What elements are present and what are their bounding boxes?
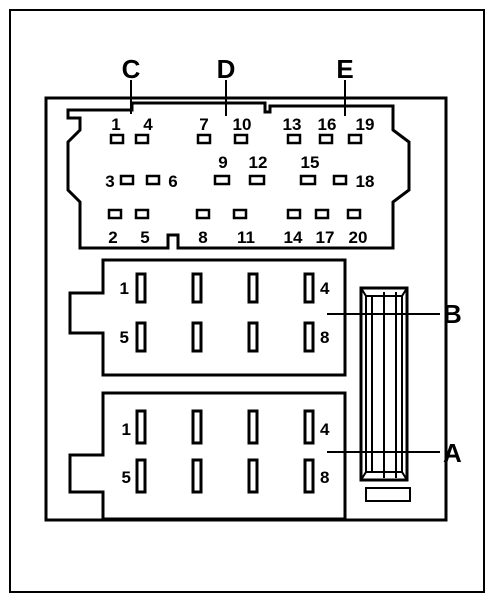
connector-cde-pin-labels: 1 4 7 10 13 16 19 3 6 9 12 15 18 2 5 8 1… xyxy=(105,115,374,247)
pin-4 xyxy=(134,133,150,145)
connector-a-pin-label: 5 xyxy=(122,468,131,487)
callout-d-label: D xyxy=(217,54,236,84)
connector-b-pin-label: 4 xyxy=(320,279,330,298)
pin-label: 12 xyxy=(249,153,268,172)
blade xyxy=(303,272,315,304)
pin-20 xyxy=(346,208,362,220)
pin-label: 11 xyxy=(237,228,255,247)
pin-1 xyxy=(109,133,125,145)
connector-b-pin-label: 8 xyxy=(320,328,329,347)
pin-16 xyxy=(318,133,334,145)
connector-cde-pins xyxy=(107,133,363,220)
pin-17 xyxy=(314,208,330,220)
pin-10 xyxy=(233,133,249,145)
connector-b-blades xyxy=(135,272,315,353)
pin-label: 16 xyxy=(318,115,337,134)
pin-5 xyxy=(134,208,150,220)
callout-c-label: C xyxy=(122,54,141,84)
connector-a-pin-label: 8 xyxy=(320,468,329,487)
pin-8 xyxy=(195,208,211,220)
pin-label: 2 xyxy=(108,228,117,247)
pin-label: 14 xyxy=(284,228,303,247)
pin-label: 19 xyxy=(356,115,375,134)
blade xyxy=(303,321,315,353)
bracket-bottom-bevel xyxy=(360,471,408,481)
pin-15 xyxy=(299,174,317,186)
pin-label: 8 xyxy=(198,228,207,247)
connector-a-pin-label: 1 xyxy=(122,420,131,439)
pin-label: 1 xyxy=(111,115,120,134)
bracket-latch xyxy=(365,487,411,502)
blade xyxy=(135,458,147,494)
blade xyxy=(191,272,203,304)
locking-bracket xyxy=(359,286,411,502)
callout-e-label: E xyxy=(336,54,353,84)
pin-12 xyxy=(248,174,266,186)
callout-b-label: B xyxy=(443,299,462,329)
pin-label: 10 xyxy=(233,115,252,134)
blade xyxy=(135,409,147,445)
pin-6 xyxy=(145,174,161,186)
connector-a-pin-label: 4 xyxy=(320,420,330,439)
blade xyxy=(247,272,259,304)
pin-11 xyxy=(232,208,248,220)
pin-label: 7 xyxy=(199,115,208,134)
connector-b-pin-label: 1 xyxy=(120,279,129,298)
pin-label: 20 xyxy=(349,228,368,247)
blade xyxy=(191,409,203,445)
blade xyxy=(247,458,259,494)
blade xyxy=(303,409,315,445)
pin-19 xyxy=(347,133,363,145)
pin-label: 3 xyxy=(105,172,114,191)
pin-2 xyxy=(107,208,123,220)
blade xyxy=(191,321,203,353)
blade xyxy=(135,272,147,304)
pin-label: 15 xyxy=(301,153,320,172)
pin-label: 18 xyxy=(356,172,375,191)
pin-13 xyxy=(286,133,302,145)
blade xyxy=(191,458,203,494)
bracket-top-bevel xyxy=(360,287,408,297)
pin-label: 17 xyxy=(316,228,335,247)
pin-label: 9 xyxy=(218,153,227,172)
blade xyxy=(135,321,147,353)
connector-a-blades xyxy=(135,409,315,494)
connector-b-pin-label: 5 xyxy=(120,328,129,347)
pin-18 xyxy=(332,174,348,186)
pin-14 xyxy=(286,208,302,220)
pin-label: 6 xyxy=(168,172,177,191)
pin-label: 13 xyxy=(283,115,302,134)
pin-7 xyxy=(196,133,212,145)
bracket-outer xyxy=(359,286,409,482)
pin-label: 4 xyxy=(143,115,153,134)
blade xyxy=(247,409,259,445)
callout-a-label: A xyxy=(443,438,462,468)
pin-3 xyxy=(119,174,135,186)
pin-9 xyxy=(213,174,231,186)
blade xyxy=(247,321,259,353)
pin-label: 5 xyxy=(140,228,149,247)
blade xyxy=(303,458,315,494)
